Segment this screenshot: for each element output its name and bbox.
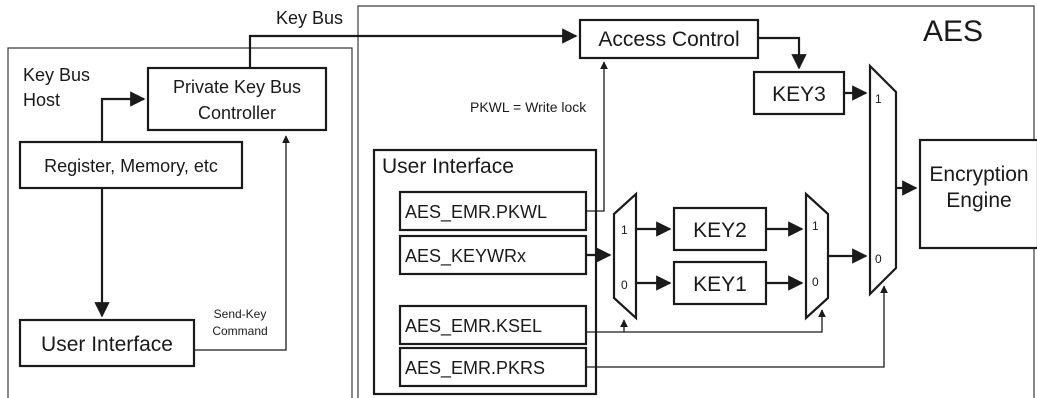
pkwl-write-lock-note: PKWL = Write lock [470, 99, 587, 115]
key-write-mux [612, 191, 638, 321]
encryption-engine-label-line2: Engine [946, 189, 1011, 212]
register-to-controller-wire [100, 91, 146, 142]
key2-label: KEY2 [693, 219, 747, 242]
aes-title: AES [923, 15, 983, 48]
mux2-input-1: 1 [812, 219, 819, 233]
access-control-box [578, 18, 760, 60]
key-bus-label: Key Bus [276, 8, 343, 28]
key-select-mux [804, 191, 830, 321]
key1-box [672, 260, 768, 306]
host-panel-frame [7, 47, 353, 398]
send-key-label-line2: Command [212, 324, 267, 338]
register-aes-emr-ksel [398, 304, 588, 346]
send-key-command-wire [194, 135, 290, 351]
access-control-to-key3-wire [758, 36, 807, 70]
encryption-engine-box [918, 138, 1037, 250]
register-aes-keywrx-label: AES_KEYWRx [405, 246, 526, 267]
controller-label-line1: Private Key Bus [173, 77, 301, 97]
register-aes-emr-pkwl-label: AES_EMR.PKWL [405, 202, 547, 223]
mux3-input-0: 0 [875, 252, 882, 266]
host-user-interface-box [18, 318, 196, 368]
register-aes-emr-pkrs [398, 346, 588, 388]
host-title-line2: Host [23, 90, 60, 110]
key-source-mux [868, 63, 898, 297]
register-aes-emr-ksel-label: AES_EMR.KSEL [405, 316, 542, 337]
host-user-interface-label: User Interface [41, 333, 173, 356]
key3-label: KEY3 [772, 83, 826, 106]
mux2-input-0: 0 [812, 275, 819, 289]
register-memory-label: Register, Memory, etc [44, 156, 218, 176]
aes-user-interface-title: User Interface [382, 155, 514, 178]
register-aes-emr-pkrs-label: AES_EMR.PKRS [405, 358, 545, 379]
ksel-to-muxes-wire [586, 310, 823, 333]
send-key-label-line1: Send-Key [214, 307, 267, 321]
mux1-input-0: 0 [621, 278, 628, 292]
controller-label-line2: Controller [198, 103, 276, 123]
access-control-label: Access Control [598, 28, 739, 51]
pkrs-to-mux3-wire [586, 285, 888, 368]
host-title-line1: Key Bus [23, 65, 90, 85]
private-key-bus-controller [146, 66, 328, 132]
pkwl-to-access-control-wire [586, 61, 608, 212]
encryption-engine-label-line1: Encryption [929, 163, 1028, 186]
key1-label: KEY1 [693, 273, 747, 296]
key2-box [672, 206, 768, 252]
mux3-input-1: 1 [875, 92, 882, 106]
register-memory-box [18, 140, 244, 190]
mux1-input-1: 1 [621, 223, 628, 237]
key-bus-wire [248, 28, 578, 68]
